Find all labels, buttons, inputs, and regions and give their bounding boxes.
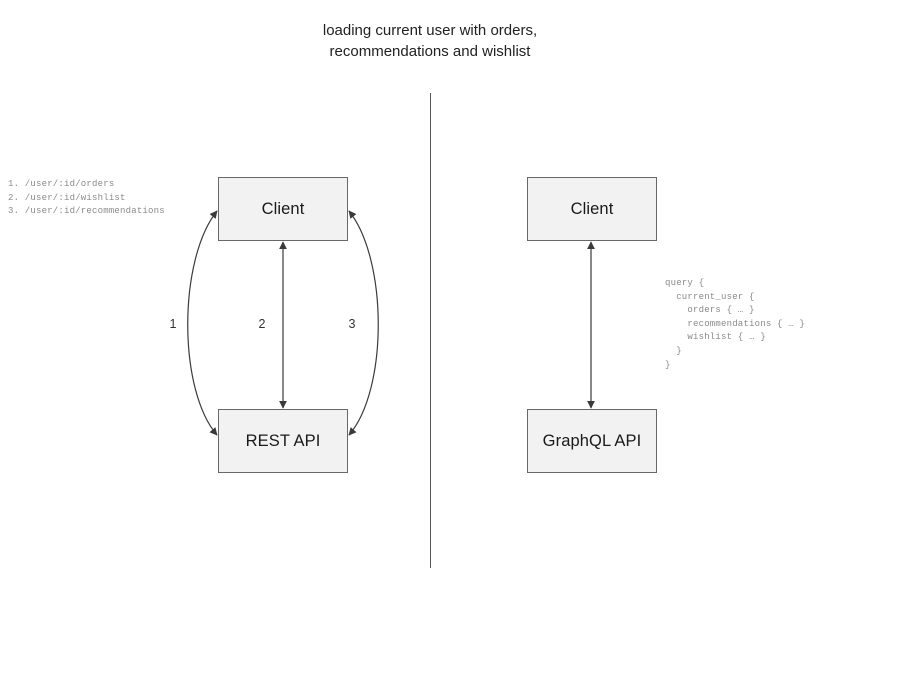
edge-label-2: 2 [258, 317, 266, 331]
edge-label-3: 3 [348, 317, 356, 331]
node-client-rest[interactable]: Client [218, 177, 348, 241]
vertical-divider [430, 93, 431, 568]
diagram-title: loading current user with orders, recomm… [322, 22, 538, 60]
node-graphql-api[interactable]: GraphQL API [527, 409, 657, 473]
graphql-query-block: query { current_user { orders { … } reco… [665, 278, 806, 370]
node-client-graphql[interactable]: Client [527, 177, 657, 241]
rest-edge-1-arrow [187, 210, 218, 436]
edge-label-1: 1 [169, 317, 177, 331]
rest-endpoint-list: 1. /user/:id/orders 2. /user/:id/wishlis… [8, 179, 165, 217]
node-rest-api[interactable]: REST API [218, 409, 348, 473]
